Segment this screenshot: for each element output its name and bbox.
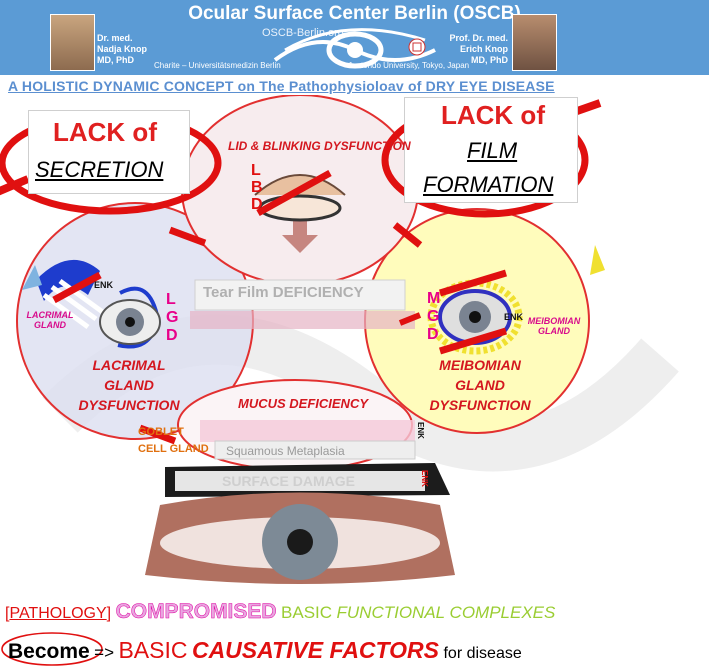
lack-film-box: LACK of FILM FORMATION [404, 97, 578, 203]
goblet-cell-label: GOBLET CELL GLAND [138, 424, 209, 458]
right-portrait-photo [512, 14, 557, 71]
lacrimal-letters: L G D [166, 291, 178, 345]
site-link[interactable]: OSCB-Berlin.org [262, 27, 344, 39]
lid-title: LID & BLINKING DYSFUNCTION [228, 139, 411, 153]
squamous-band [214, 440, 416, 460]
lack-secretion-label: SECRETION [35, 157, 164, 182]
lacrimal-dys-3: DYSFUNCTION [78, 397, 180, 413]
connector-strike-left [168, 226, 207, 247]
bracket-close: ] [106, 605, 112, 622]
header-banner [0, 0, 709, 75]
lid-letter-b: B [251, 179, 263, 196]
lacrimal-dys-1: LACRIMAL [92, 357, 166, 373]
diagram-subtitle: A HOLISTIC DYNAMIC CONCEPT on The Pathop… [8, 78, 555, 94]
meibomian-gland-label: MEIBOMIAN GLAND [527, 316, 581, 336]
meibomian-dysfunction: MEIBOMIAN GLAND DYSFUNCTION [420, 355, 540, 415]
meibomian-enk: ENK [504, 312, 524, 322]
meibomian-letter-d: D [427, 326, 439, 343]
mucus-layer [200, 420, 415, 442]
pathology-label: PATHOLOGY [9, 605, 107, 622]
left-person-line3: MD, PhD [97, 55, 134, 65]
oscb-eye-logo [273, 28, 436, 69]
lid-letter-l: L [251, 162, 261, 179]
tear-film-band [194, 279, 406, 311]
surface-damage-label: SURFACE DAMAGE [222, 473, 356, 489]
lid-letter-d: D [251, 196, 263, 213]
lid-strike [256, 169, 332, 217]
mucus-title: MUCUS DEFICIENCY [238, 396, 369, 411]
tear-film-layers [190, 311, 415, 329]
meibomian-letter-g: G [427, 308, 440, 325]
goblet-line-1: GOBLET [138, 426, 184, 438]
right-person-line1: Prof. Dr. med. [449, 33, 508, 43]
become-oval [1, 632, 103, 666]
blue-wedge-left [22, 265, 42, 290]
basic-label-2: BASIC [118, 637, 188, 663]
meibomian-dys-3: DYSFUNCTION [429, 397, 531, 413]
meibomian-strike-top [438, 269, 508, 297]
bottom-line-2: Become => BASIC CAUSATIVE FACTORS for di… [2, 637, 522, 664]
right-person-line3: MD, PhD [471, 55, 508, 65]
lacrimal-letter-d: D [166, 327, 178, 344]
lacrimal-gland-icon [36, 259, 100, 301]
lacrimal-dysfunction: LACRIMAL GLAND DYSFUNCTION [74, 355, 184, 415]
connector-strike-bottom [138, 424, 177, 445]
lacrimal-enk: ENK [94, 280, 114, 290]
compromised-label: COMPROMISED [115, 600, 277, 624]
lack-film-title: LACK of [441, 100, 545, 130]
left-portrait-photo [50, 14, 95, 71]
basic-label-1: BASIC [281, 603, 333, 622]
connector-strike-right [392, 222, 423, 248]
lack-secretion-title: LACK of [53, 117, 157, 147]
lid-letters: L B D [251, 162, 263, 213]
right-person: Prof. Dr. med. Erich Knop MD, PhD [432, 33, 508, 66]
left-person-line1: Dr. med. [97, 33, 133, 43]
right-person-line2: Erich Knop [459, 44, 508, 54]
for-disease-label: for disease [443, 645, 522, 662]
functional-complexes-label: FUNCTIONAL COMPLEXES [336, 603, 556, 622]
lacrimal-letter-g: G [166, 309, 179, 326]
lack-film-label-2: FORMATION [423, 172, 554, 197]
down-arrow-icon [282, 220, 318, 253]
lacrimal-strike [52, 271, 102, 304]
lack-film-label-1: FILM [467, 138, 518, 163]
meibomian-dys-1: MEIBOMIAN [439, 357, 521, 373]
arrow-label: => [94, 643, 115, 662]
yellow-wedge-right [590, 245, 605, 275]
mucus-enk: ENK [416, 422, 425, 439]
right-affiliation: Juntendo University, Tokyo, Japan [348, 61, 470, 70]
juntendo-logo-icon [408, 38, 426, 56]
become-label: Become [8, 640, 90, 663]
lacrimal-letter-l: L [166, 291, 176, 308]
squamous-label: Squamous Metaplasia [226, 444, 345, 458]
left-person: Dr. med. Nadja Knop MD, PhD [97, 33, 147, 66]
header-title: Ocular Surface Center Berlin (OSCB) [188, 3, 521, 24]
goblet-line-2: CELL GLAND [138, 443, 209, 455]
meibomian-letters: M G D [427, 290, 440, 344]
lacrimal-gland-label: LACRIMAL GLAND [26, 310, 74, 330]
lack-secretion-strike [0, 175, 30, 196]
surface-enk: ENK [420, 470, 429, 487]
bottom-line-1: [PATHOLOGY] COMPROMISED BASIC FUNCTIONAL… [5, 600, 555, 624]
surface-damage-panel [175, 471, 425, 491]
left-affiliation: Charite – Universitätsmedizin Berlin [154, 61, 281, 70]
meibomian-letter-m: M [427, 290, 441, 307]
left-person-line2: Nadja Knop [97, 44, 148, 54]
lacrimal-dys-2: GLAND [104, 377, 154, 393]
bracket-open: [ [5, 605, 10, 622]
causative-factors-label: CAUSATIVE FACTORS [191, 637, 440, 663]
meibomian-strike-bottom [438, 327, 508, 355]
tear-film-label: Tear Film DEFICIENCY [203, 284, 364, 301]
lack-secretion-box: LACK of SECRETION [28, 110, 190, 194]
meibomian-dys-2: GLAND [455, 377, 505, 393]
